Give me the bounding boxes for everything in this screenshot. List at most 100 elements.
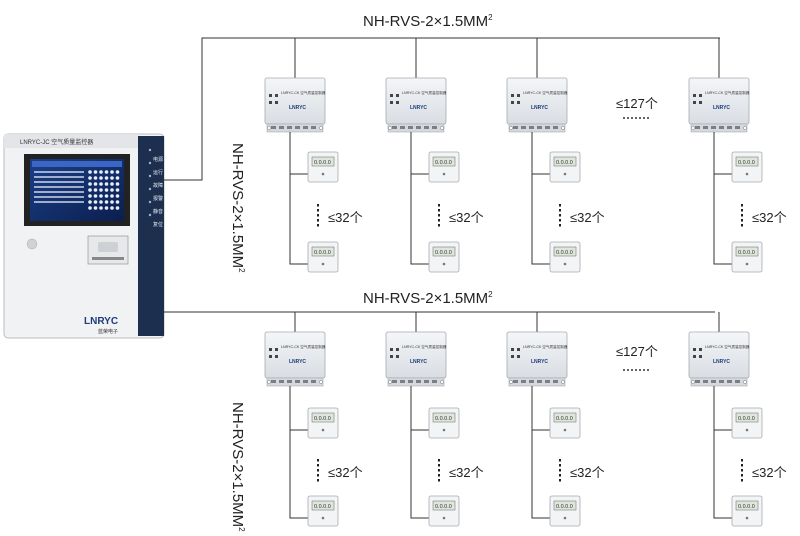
sensor-display-reading: 0.0.0.0 xyxy=(314,250,331,256)
sensor-ellipsis-dot xyxy=(741,469,743,472)
sensor-display-reading: 0.0.0.0 xyxy=(738,416,755,422)
controller-brand: LNRYC xyxy=(531,359,548,365)
sensor-display-reading: 0.0.0.0 xyxy=(556,416,573,422)
sensor-count-label: ≤32个 xyxy=(570,210,605,225)
gas-sensor-unit: 0.0.0.0 xyxy=(731,151,763,183)
side-indicator-dot xyxy=(148,161,152,165)
sensor-ellipsis-dot xyxy=(438,479,440,482)
sensor-ellipsis-dot xyxy=(317,214,319,217)
host-model-label: LNRYC-JC 空气质量监控器 xyxy=(20,138,93,146)
sensor-ellipsis-dot xyxy=(559,204,561,207)
bus-cable-label-top: NH-RVS-2×1.5MM2 xyxy=(363,13,493,30)
sensor-display-reading: 0.0.0.0 xyxy=(556,504,573,510)
vertical-cable-label-bottom: NH-RVS-2×1.5MM2 xyxy=(229,402,246,532)
controller-title: LNRYC-CK 空气质量控制器 xyxy=(402,344,447,349)
sensor-ellipsis-dot xyxy=(438,214,440,217)
sensor-ellipsis-dot xyxy=(438,219,440,222)
controller-title: LNRYC-CK 空气质量控制器 xyxy=(402,90,447,95)
sensor-ellipsis-dot xyxy=(741,214,743,217)
sensor-count-label: ≤32个 xyxy=(449,210,484,225)
controller-title: LNRYC-CK 空气质量控制器 xyxy=(523,344,568,349)
controller-unit: LNRYC-CK 空气质量控制器 LNRYC xyxy=(385,77,447,133)
sensor-count-label: ≤32个 xyxy=(328,465,363,480)
side-panel-label: 电源 xyxy=(153,156,163,163)
sensor-ellipsis-dot xyxy=(741,219,743,222)
speaker-grille xyxy=(26,238,38,250)
sensor-count-label: ≤32个 xyxy=(752,465,787,480)
gas-sensor-unit: 0.0.0.0 xyxy=(428,241,460,273)
gas-sensor-unit: 0.0.0.0 xyxy=(307,241,339,273)
host-trunk-wiring xyxy=(164,37,720,313)
controller-brand: LNRYC xyxy=(713,105,730,111)
side-indicator-dot xyxy=(148,200,152,204)
gas-sensor-unit: 0.0.0.0 xyxy=(731,495,763,527)
sensor-ellipsis-dot xyxy=(559,209,561,212)
sensor-ellipsis-dot xyxy=(317,479,319,482)
sensor-ellipsis-dot xyxy=(559,464,561,467)
sensor-ellipsis-dot xyxy=(317,469,319,472)
sensor-branch-wire xyxy=(713,132,732,265)
sensor-ellipsis-dot xyxy=(317,474,319,477)
sensor-count-label: ≤32个 xyxy=(449,465,484,480)
side-panel-label: 故障 xyxy=(153,182,163,189)
sensor-display-reading: 0.0.0.0 xyxy=(435,504,452,510)
controller-brand: LNRYC xyxy=(410,105,427,111)
host-brand-logo: LNRYC xyxy=(84,316,118,327)
sensor-ellipsis-dot xyxy=(438,474,440,477)
side-panel-label: 报警 xyxy=(153,195,163,202)
controller-unit: LNRYC-CK 空气质量控制器 LNRYC xyxy=(264,77,326,133)
sensor-ellipsis-dot xyxy=(317,219,319,222)
sensor-ellipsis-dot xyxy=(317,459,319,462)
sensor-branch-wire xyxy=(289,386,308,519)
side-indicator-dot xyxy=(148,187,152,191)
sensor-ellipsis-dot xyxy=(741,479,743,482)
sensor-ellipsis-dot xyxy=(438,204,440,207)
sensor-ellipsis-dot xyxy=(438,464,440,467)
sensor-branch-wire xyxy=(531,132,550,265)
gas-sensor-unit: 0.0.0.0 xyxy=(549,407,581,439)
sensor-ellipsis-dot xyxy=(741,209,743,212)
sensor-ellipsis-dot xyxy=(317,464,319,467)
sensor-ellipsis-dot xyxy=(741,224,743,227)
gas-sensor-unit: 0.0.0.0 xyxy=(731,241,763,273)
sensor-ellipsis-dot xyxy=(438,469,440,472)
sensor-branch-wire xyxy=(410,132,429,265)
controller-count-label-top: ≤127个 xyxy=(616,96,658,111)
sensor-ellipsis-dot xyxy=(741,464,743,467)
sensor-display-reading: 0.0.0.0 xyxy=(435,416,452,422)
controller-ellipsis-top xyxy=(623,117,649,119)
side-panel-label: 复位 xyxy=(153,221,163,228)
bus-segment: LNRYC-CK 空气质量控制器LNRYC0.0.0.00.0.0.0≤32个L… xyxy=(264,312,787,527)
bus-cable-label-bottom: NH-RVS-2×1.5MM2 xyxy=(363,290,493,307)
side-indicator-dot xyxy=(148,148,152,152)
gas-sensor-unit: 0.0.0.0 xyxy=(307,495,339,527)
controller-brand: LNRYC xyxy=(289,105,306,111)
side-indicator-dot xyxy=(148,213,152,217)
sensor-ellipsis-dot xyxy=(741,459,743,462)
sensor-display-reading: 0.0.0.0 xyxy=(435,160,452,166)
sensor-ellipsis-dot xyxy=(317,204,319,207)
sensor-branch-wire xyxy=(531,386,550,519)
sensor-ellipsis-dot xyxy=(559,224,561,227)
sensor-ellipsis-dot xyxy=(317,209,319,212)
screen-status-dots xyxy=(88,170,120,210)
sensor-ellipsis-dot xyxy=(559,474,561,477)
gas-sensor-unit: 0.0.0.0 xyxy=(731,407,763,439)
controller-title: LNRYC-CK 空气质量控制器 xyxy=(281,90,326,95)
gas-sensor-unit: 0.0.0.0 xyxy=(549,151,581,183)
gas-sensor-unit: 0.0.0.0 xyxy=(549,495,581,527)
sensor-count-label: ≤32个 xyxy=(752,210,787,225)
sensor-display-reading: 0.0.0.0 xyxy=(738,160,755,166)
sensor-display-reading: 0.0.0.0 xyxy=(314,416,331,422)
side-panel-label: 运行 xyxy=(153,169,163,176)
sensor-ellipsis-dot xyxy=(559,219,561,222)
controller-count-label-bottom: ≤127个 xyxy=(616,344,658,359)
sensor-ellipsis-dot xyxy=(559,214,561,217)
